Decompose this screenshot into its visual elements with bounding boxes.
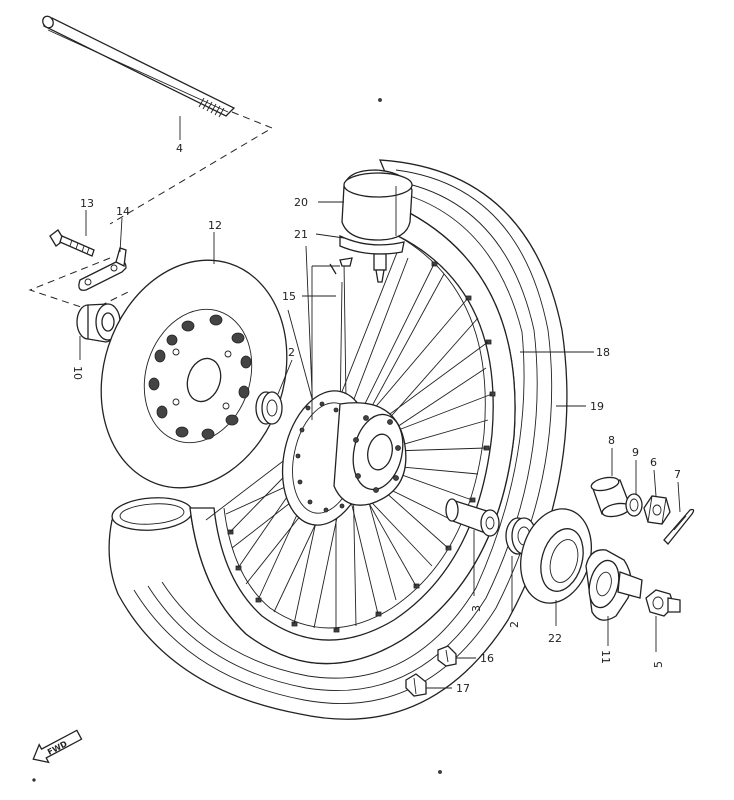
spacer-8: [590, 476, 631, 518]
label-8: 8: [608, 434, 615, 447]
artifact-dot: [32, 778, 36, 782]
label-11: 11: [599, 650, 612, 664]
axle-nut-5: [645, 589, 681, 617]
castle-nut-6: [643, 495, 671, 525]
label-18: 18: [596, 346, 610, 359]
label-14: 14: [116, 205, 130, 218]
cotter-pin-7: [663, 508, 695, 545]
label-22: 22: [548, 632, 562, 645]
label-10: 10: [71, 366, 84, 380]
label-12: 12: [208, 219, 222, 232]
balancer-17: [405, 673, 427, 697]
artifact-dot: [438, 770, 442, 774]
label-21: 21: [294, 228, 308, 241]
label-16: 16: [480, 652, 494, 665]
brake-disc-12: [100, 259, 288, 489]
label-2-right: 2: [508, 621, 521, 628]
label-20: 20: [294, 196, 308, 209]
label-2-left: 2: [288, 346, 295, 359]
label-5: 5: [652, 661, 665, 668]
dust-seal-22: [520, 508, 592, 604]
wheel-hub: [281, 390, 407, 526]
part-labels: 4 13 14 12 20 21 15 2 10 18 19 8 9 6 7 3…: [71, 142, 681, 695]
label-15: 15: [282, 290, 296, 303]
leader-lines: [79, 116, 681, 689]
label-13: 13: [80, 197, 94, 210]
forward-direction-arrow: FWD: [32, 729, 83, 764]
speedometer-gearbox-11: [585, 549, 643, 621]
label-19: 19: [590, 400, 604, 413]
balancer-16: [437, 645, 457, 667]
spacer-3: [445, 498, 500, 537]
label-7: 7: [674, 468, 681, 481]
lock-plate-14: [78, 247, 127, 291]
label-17: 17: [456, 682, 470, 695]
valve-cap-20: [341, 169, 413, 241]
label-9: 9: [632, 446, 639, 459]
front-axle: [42, 15, 236, 118]
label-4: 4: [176, 142, 183, 155]
spacer-10: [76, 303, 121, 343]
valve-stem-21: [339, 234, 405, 283]
washer-9: [625, 493, 643, 517]
artifact-dot: [378, 98, 382, 102]
bolt-13: [49, 229, 95, 257]
bearing-2-left: [255, 391, 283, 425]
label-3: 3: [470, 605, 483, 612]
label-6: 6: [650, 456, 657, 469]
